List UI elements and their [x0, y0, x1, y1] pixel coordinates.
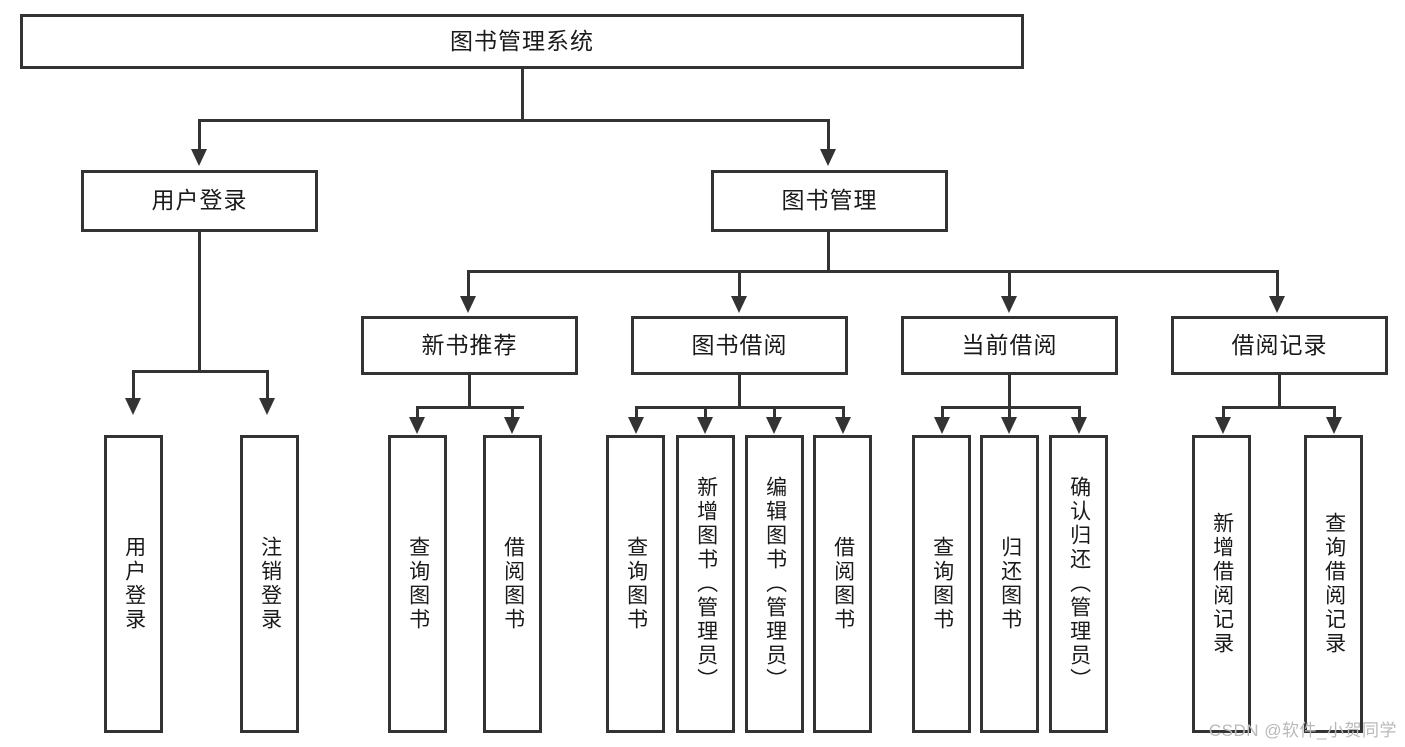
node-book-management[interactable]: 图书管理	[711, 170, 948, 232]
connector-current-borrow-drop-1	[941, 406, 944, 420]
connector-current-borrow-stem	[1008, 375, 1011, 406]
node-user-login[interactable]: 用户登录	[81, 170, 318, 232]
leaf-label: 新增借阅记录	[1210, 512, 1234, 656]
connector-current-borrow-drop-3	[1078, 406, 1081, 420]
arrow-to-book-mgmt	[820, 149, 836, 166]
arrow-to-leaf-add-book	[697, 417, 713, 434]
arrow-to-leaf-query-book-b	[628, 417, 644, 434]
leaf-borrow-book[interactable]: 借阅图书	[813, 435, 872, 733]
leaf-user-login[interactable]: 用户登录	[104, 435, 163, 733]
leaf-label: 归还图书	[998, 536, 1022, 632]
leaf-add-borrow-record[interactable]: 新增借阅记录	[1192, 435, 1251, 733]
connector-new-book-bus	[416, 406, 524, 409]
arrow-to-leaf-query-record	[1326, 417, 1342, 434]
leaf-add-book-admin[interactable]: 新增图书（管理员）	[676, 435, 735, 733]
node-book-borrow[interactable]: 图书借阅	[631, 316, 848, 375]
connector-book-borrow-drop-2	[704, 406, 707, 420]
arrow-to-leaf-add-record	[1215, 417, 1231, 434]
connector-book-borrow-drop-1	[635, 406, 638, 420]
connector-to-book-borrow	[738, 270, 741, 298]
connector-borrow-records-bus	[1222, 406, 1336, 409]
connector-to-borrow-records	[1276, 270, 1279, 298]
arrow-to-book-borrow	[731, 296, 747, 313]
leaf-query-book-recommend[interactable]: 查询图书	[388, 435, 447, 733]
arrow-to-borrow-records	[1269, 296, 1285, 313]
leaf-label: 查询图书	[930, 536, 954, 632]
arrow-to-leaf-confirm-return	[1071, 417, 1087, 434]
arrow-to-leaf-return-book	[1001, 417, 1017, 434]
connector-new-book-stem	[468, 375, 471, 406]
leaf-label: 借阅图书	[831, 536, 855, 632]
arrow-to-leaf-borrow-book-a	[504, 417, 520, 434]
connector-book-borrow-stem	[738, 375, 741, 406]
leaf-borrow-book-recommend[interactable]: 借阅图书	[483, 435, 542, 733]
connector-new-book-drop-2	[511, 406, 514, 420]
connector-book-mgmt-bus	[467, 270, 1279, 273]
leaf-query-book-borrow[interactable]: 查询图书	[606, 435, 665, 733]
leaf-label: 用户登录	[122, 536, 146, 632]
leaf-logout[interactable]: 注销登录	[240, 435, 299, 733]
arrow-to-leaf-borrow-book-b	[835, 417, 851, 434]
leaf-confirm-return-admin[interactable]: 确认归还（管理员）	[1049, 435, 1108, 733]
node-new-book-recommend[interactable]: 新书推荐	[361, 316, 578, 375]
node-borrow-records[interactable]: 借阅记录	[1171, 316, 1388, 375]
leaf-label: 查询图书	[624, 536, 648, 632]
csdn-watermark: CSDN @软件_小贺同学	[1208, 721, 1397, 740]
leaf-label: 编辑图书（管理员）	[763, 476, 787, 692]
arrow-to-leaf-query-book-a	[409, 417, 425, 434]
leaf-label: 查询借阅记录	[1322, 512, 1346, 656]
arrow-to-leaf-logout	[259, 398, 275, 415]
connector-borrow-records-stem	[1278, 375, 1281, 406]
connector-user-login-drop-1	[132, 370, 135, 400]
node-root-system[interactable]: 图书管理系统	[20, 14, 1024, 69]
connector-user-login-drop-2	[266, 370, 269, 400]
leaf-return-book[interactable]: 归还图书	[980, 435, 1039, 733]
connector-root-bus	[198, 119, 830, 122]
arrow-to-leaf-user-login	[125, 398, 141, 415]
arrow-to-new-book-recommend	[460, 296, 476, 313]
leaf-edit-book-admin[interactable]: 编辑图书（管理员）	[745, 435, 804, 733]
connector-root-to-user-login	[198, 119, 201, 151]
connector-to-current-borrow	[1008, 270, 1011, 298]
arrow-to-current-borrow	[1001, 296, 1017, 313]
connector-book-borrow-bus	[635, 406, 845, 409]
connector-book-mgmt-stem	[827, 232, 830, 270]
leaf-label: 借阅图书	[501, 536, 525, 632]
arrow-to-leaf-query-book-c	[934, 417, 950, 434]
leaf-query-borrow-record[interactable]: 查询借阅记录	[1304, 435, 1363, 733]
connector-book-borrow-drop-3	[773, 406, 776, 420]
connector-new-book-drop-1	[416, 406, 419, 420]
leaf-query-book-current[interactable]: 查询图书	[912, 435, 971, 733]
leaf-label: 新增图书（管理员）	[694, 476, 718, 692]
arrow-to-leaf-edit-book	[766, 417, 782, 434]
connector-root-stem	[521, 69, 524, 119]
leaf-label: 查询图书	[406, 536, 430, 632]
arrow-to-user-login	[191, 149, 207, 166]
connector-user-login-bus	[132, 370, 269, 373]
connector-book-borrow-drop-4	[842, 406, 845, 420]
leaf-label: 确认归还（管理员）	[1067, 476, 1091, 692]
connector-current-borrow-drop-2	[1008, 406, 1011, 420]
connector-borrow-records-drop-2	[1333, 406, 1336, 420]
connector-current-borrow-bus	[941, 406, 1081, 409]
connector-borrow-records-drop-1	[1222, 406, 1225, 420]
connector-root-to-book-mgmt	[827, 119, 830, 151]
node-current-borrow[interactable]: 当前借阅	[901, 316, 1118, 375]
connector-to-new-book	[467, 270, 470, 298]
leaf-label: 注销登录	[258, 536, 282, 632]
connector-user-login-stem	[198, 232, 201, 370]
